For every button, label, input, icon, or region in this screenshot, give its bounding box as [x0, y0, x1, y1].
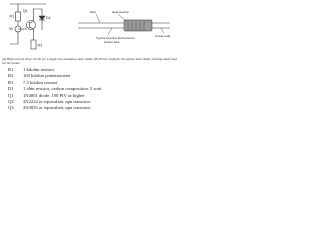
part-id: D1: [8, 86, 14, 92]
part-id: Q1: [8, 92, 14, 98]
part-description: 2N2222 or equivalent, npn transistor: [23, 98, 91, 104]
part-id: Q3: [8, 105, 14, 111]
label-tip: Heat seal tip: [112, 10, 129, 14]
diode-wire: [33, 8, 43, 16]
pointer-tip: [117, 13, 127, 22]
parts-row: Q3 2N3055 or equivalent, npn transistor: [8, 105, 173, 111]
part-description: 1 kilohm resistor: [23, 67, 55, 72]
parts-row: Q2 2N2222 or equivalent, npn transistor: [8, 99, 173, 105]
figure-page: { "figure_a": { "labels": {"r1": "R1", "…: [0, 0, 180, 119]
schematic-figures: R1 R3 Q1 D1 9V Wire Heat seal tip Anode …: [9, 3, 171, 50]
parts-row: D1 1 ohm resistor, carbon composition, 5…: [8, 86, 173, 92]
label-note: Typical Inventor lead (shown): [96, 36, 135, 40]
parts-list: R1 1 kilohm resistor R2 100 kilohm poten…: [8, 67, 173, 112]
label-d1: D1: [46, 16, 51, 20]
label-r1: R1: [10, 15, 15, 19]
label-wire: Wire: [90, 10, 96, 14]
pointer-note: [107, 27, 113, 36]
diode-body: [123, 19, 153, 32]
resistor-r1: [15, 11, 21, 22]
label-q1: Q1: [23, 9, 28, 13]
figure-caption: (A) High-current drive circuit for a sin…: [2, 57, 177, 65]
part-id: Q2: [8, 98, 14, 104]
label-anode: Anode lead: [155, 34, 171, 38]
ground-wire: [10, 36, 19, 45]
part-description: 2N3055 or equivalent, npn transistor: [23, 105, 91, 111]
part-description: 1 ohm resistor, carbon composition, 5 wa…: [23, 86, 102, 92]
part-id: R3: [8, 79, 14, 85]
part-id: R2: [8, 73, 14, 79]
label-source: 9V: [9, 27, 14, 31]
laser-diode-d1: [38, 15, 46, 21]
transistor-emitter: [29, 26, 34, 30]
laser-diode-drawing: [78, 13, 170, 36]
parts-row: Q1 1N4001 diode, 100 PIV or higher: [8, 93, 173, 99]
parts-row: R1 1 kilohm resistor: [8, 67, 173, 73]
parts-row: R2 100 kilohm potentiometer: [8, 73, 173, 79]
part-description: 1N4001 diode, 100 PIV or higher: [23, 92, 85, 98]
part-description: 100 kilohm potentiometer: [23, 73, 71, 79]
resistor-r3: [30, 39, 37, 50]
drawing-labels: Wire Heat seal tip Anode lead Typical In…: [90, 10, 171, 44]
parts-row: R3 7.5 kilohm resistor: [8, 80, 173, 86]
part-description: 7.5 kilohm resistor: [23, 79, 58, 85]
pointer-anode: [160, 27, 165, 34]
label-sub: Quartz tube: [104, 40, 120, 44]
transistor-collector: [29, 20, 34, 24]
circuit-labels: R1 R3 Q1 D1 9V: [9, 9, 51, 48]
transistor-q1: [26, 20, 36, 30]
pointer-wire: [95, 13, 101, 24]
part-id: R1: [8, 67, 14, 72]
circuit-schematic: [10, 3, 46, 50]
label-r3: R3: [38, 44, 43, 48]
